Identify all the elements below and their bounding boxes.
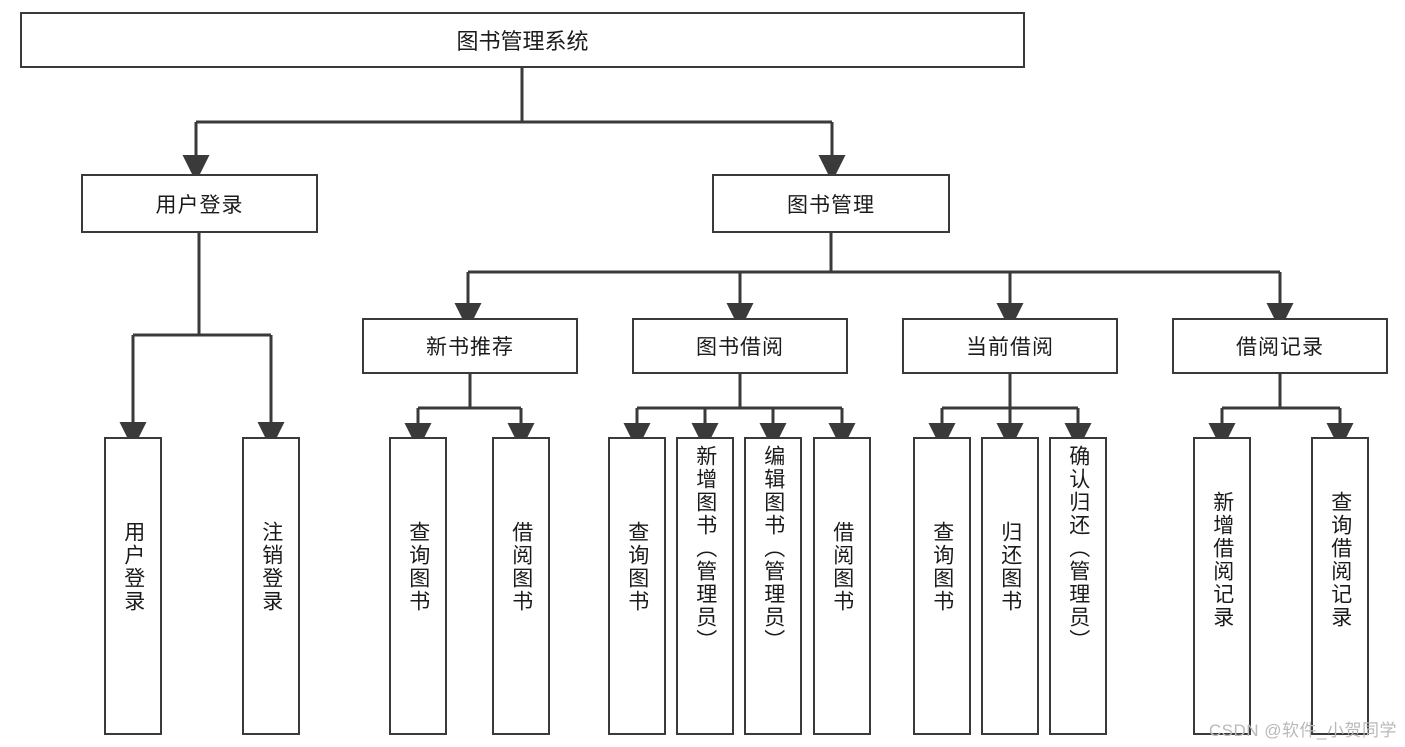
leaf-label: 用户登录 — [121, 521, 145, 613]
leaf-book-borrow-edit-book-admin[interactable]: 编辑图书（管理员） — [744, 437, 802, 735]
node-book-borrow[interactable]: 图书借阅 — [632, 318, 848, 374]
leaf-label: 新增图书（管理员） — [693, 445, 717, 652]
leaf-borrow-record-add-record[interactable]: 新增借阅记录 — [1193, 437, 1251, 735]
node-label: 当前借阅 — [966, 336, 1054, 359]
node-label: 图书管理 — [787, 193, 875, 217]
leaf-new-book-query-book[interactable]: 查询图书 — [389, 437, 447, 735]
node-label: 图书借阅 — [696, 336, 784, 359]
leaf-label: 新增借阅记录 — [1210, 491, 1234, 629]
leaf-current-borrow-return-book[interactable]: 归还图书 — [981, 437, 1039, 735]
node-label: 新书推荐 — [426, 336, 514, 359]
node-borrow-record[interactable]: 借阅记录 — [1172, 318, 1388, 374]
node-book-management[interactable]: 图书管理 — [712, 174, 950, 233]
leaf-user-login-login[interactable]: 用户登录 — [104, 437, 162, 735]
node-label: 借阅记录 — [1236, 336, 1324, 359]
leaf-book-borrow-query-book[interactable]: 查询图书 — [608, 437, 666, 735]
leaf-label: 注销登录 — [259, 521, 283, 613]
node-user-login[interactable]: 用户登录 — [81, 174, 318, 233]
leaf-label: 借阅图书 — [509, 521, 533, 613]
leaf-label: 确认归还（管理员） — [1066, 445, 1090, 652]
leaf-user-login-logout[interactable]: 注销登录 — [242, 437, 300, 735]
leaf-current-borrow-confirm-return-admin[interactable]: 确认归还（管理员） — [1049, 437, 1107, 735]
node-label: 图书管理系统 — [456, 29, 589, 54]
leaf-label: 编辑图书（管理员） — [761, 445, 785, 652]
leaf-label: 查询图书 — [625, 521, 649, 613]
leaf-book-borrow-borrow-book[interactable]: 借阅图书 — [813, 437, 871, 735]
leaf-current-borrow-query-book[interactable]: 查询图书 — [913, 437, 971, 735]
watermark-text: CSDN @软件_小贺同学 — [1208, 721, 1397, 740]
node-current-borrow[interactable]: 当前借阅 — [902, 318, 1118, 374]
leaf-label: 查询图书 — [930, 521, 954, 613]
leaf-label: 借阅图书 — [830, 521, 854, 613]
node-root-book-management-system[interactable]: 图书管理系统 — [20, 12, 1025, 68]
leaf-label: 归还图书 — [998, 521, 1022, 613]
leaf-new-book-borrow-book[interactable]: 借阅图书 — [492, 437, 550, 735]
leaf-label: 查询图书 — [406, 521, 430, 613]
leaf-borrow-record-query-record[interactable]: 查询借阅记录 — [1311, 437, 1369, 735]
node-new-book-recommend[interactable]: 新书推荐 — [362, 318, 578, 374]
leaf-label: 查询借阅记录 — [1328, 491, 1352, 629]
node-label: 用户登录 — [155, 193, 244, 217]
leaf-book-borrow-add-book-admin[interactable]: 新增图书（管理员） — [676, 437, 734, 735]
